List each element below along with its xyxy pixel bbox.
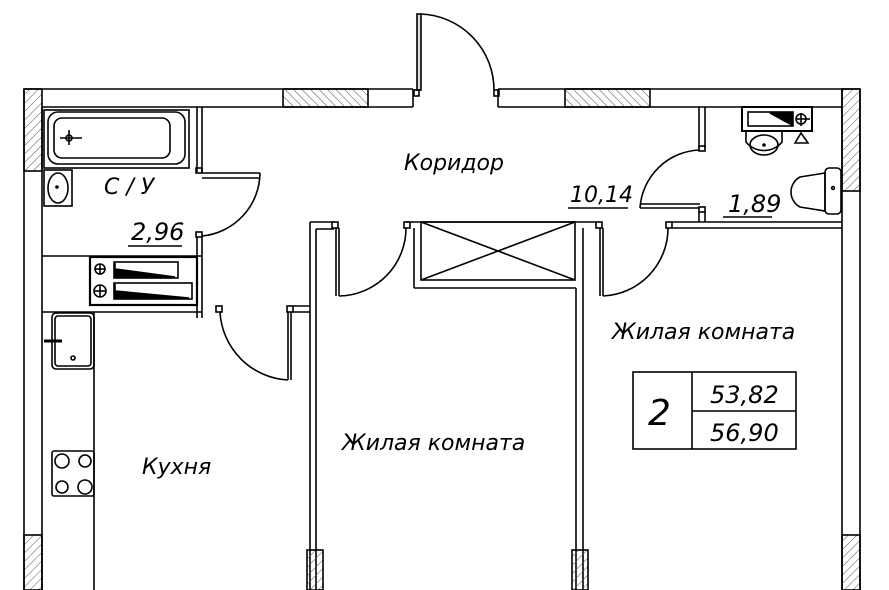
outer-wall-left: [23, 88, 43, 590]
toilet-walls: [639, 107, 842, 229]
corridor-name: Коридор: [404, 151, 504, 176]
summary-box: [632, 371, 797, 450]
washbasin-icon: [43, 169, 73, 207]
bathtub-icon: [43, 109, 190, 169]
bathroom-name: С / У: [104, 175, 156, 200]
living-center-name: Жилая комната: [340, 431, 525, 456]
outer-wall-top-right: [497, 88, 860, 108]
kitchen-name: Кухня: [142, 455, 211, 480]
ventilation-shaft-icon: [406, 221, 596, 590]
living-area: 53,82: [710, 381, 779, 409]
corridor-area: 10,14: [570, 183, 633, 208]
entrance-door: [413, 13, 500, 97]
living-right-door: [595, 221, 673, 297]
toilet-area: 1,89: [728, 190, 781, 218]
stove-icon: [51, 450, 95, 497]
kitchen-counter-unit-icon: [88, 255, 199, 307]
boiler-icon: [741, 106, 813, 144]
outer-wall-top-left: [24, 88, 414, 108]
toilet-bowl-icon: [790, 167, 842, 215]
total-area: 56,90: [710, 419, 779, 447]
kitchen-door: [215, 305, 294, 381]
rooms-count: 2: [648, 393, 671, 434]
bathroom-area: 2,96: [131, 218, 184, 246]
living-center-door: [331, 221, 411, 297]
outer-wall-right: [841, 88, 861, 590]
kitchen-sink-icon: [44, 312, 95, 370]
toilet-sink-icon: [745, 131, 783, 156]
living-right-name: Жилая комната: [610, 320, 795, 345]
wall-kitchen-living: [293, 221, 334, 590]
